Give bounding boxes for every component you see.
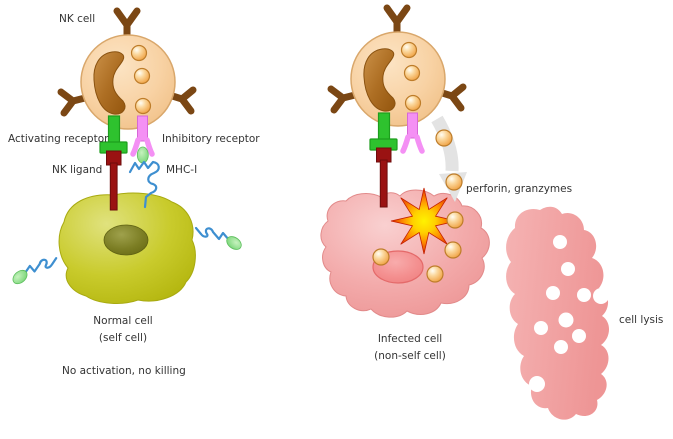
nk-ligand-right xyxy=(376,147,392,208)
lysed-cell-body xyxy=(506,206,610,420)
nk-cell-right xyxy=(331,8,463,126)
inhibitory-receptor-right-unbound xyxy=(400,112,425,154)
label-perforin-granzymes: perforin, granzymes xyxy=(466,183,573,195)
mhc-i-chain-icon xyxy=(128,160,160,209)
granule-in-cell-icon xyxy=(446,211,464,229)
label-activating-receptor: Activating receptor xyxy=(8,133,109,145)
inhibitory-receptor-left xyxy=(130,115,155,157)
right-panel xyxy=(320,8,610,420)
secreted-granule-icon xyxy=(445,173,463,191)
label-nk-ligand: NK ligand xyxy=(52,164,103,176)
label-nk-cell: NK cell xyxy=(59,13,96,25)
label-normal-cell-subtitle: (self cell) xyxy=(98,332,148,344)
activating-receptor-right xyxy=(369,112,398,151)
mhc-i-molecule-right-icon xyxy=(194,226,245,254)
granule-in-cell-icon xyxy=(426,265,444,283)
granule-in-cell-icon xyxy=(444,241,462,259)
label-outcome-left: No activation, no killing xyxy=(62,365,186,377)
secreted-granule-icon xyxy=(435,129,453,147)
mhc-i-molecule-left-icon xyxy=(7,257,60,289)
nk-cell-left xyxy=(61,11,193,129)
lysed-cell xyxy=(506,206,610,420)
label-infected-cell-subtitle: (non-self cell) xyxy=(374,350,446,362)
nk-ligand-left xyxy=(106,150,122,211)
starburst-icon xyxy=(390,187,458,255)
mhc-peptide-icon xyxy=(136,146,149,164)
label-infected-cell: Infected cell (non-self cell) xyxy=(345,331,475,365)
label-inhibitory-receptor: Inhibitory receptor xyxy=(162,133,260,145)
lysis-pores xyxy=(529,212,609,392)
label-normal-cell: Normal cell (self cell) xyxy=(58,313,188,347)
left-panel xyxy=(7,11,245,304)
normal-cell-nucleus xyxy=(103,224,149,256)
label-mhc-i: MHC-I xyxy=(166,164,198,176)
label-normal-cell-name: Normal cell xyxy=(93,315,153,327)
label-infected-cell-name: Infected cell xyxy=(377,333,443,345)
granule-in-cell-icon xyxy=(372,248,390,266)
label-cell-lysis: cell lysis xyxy=(619,314,664,326)
